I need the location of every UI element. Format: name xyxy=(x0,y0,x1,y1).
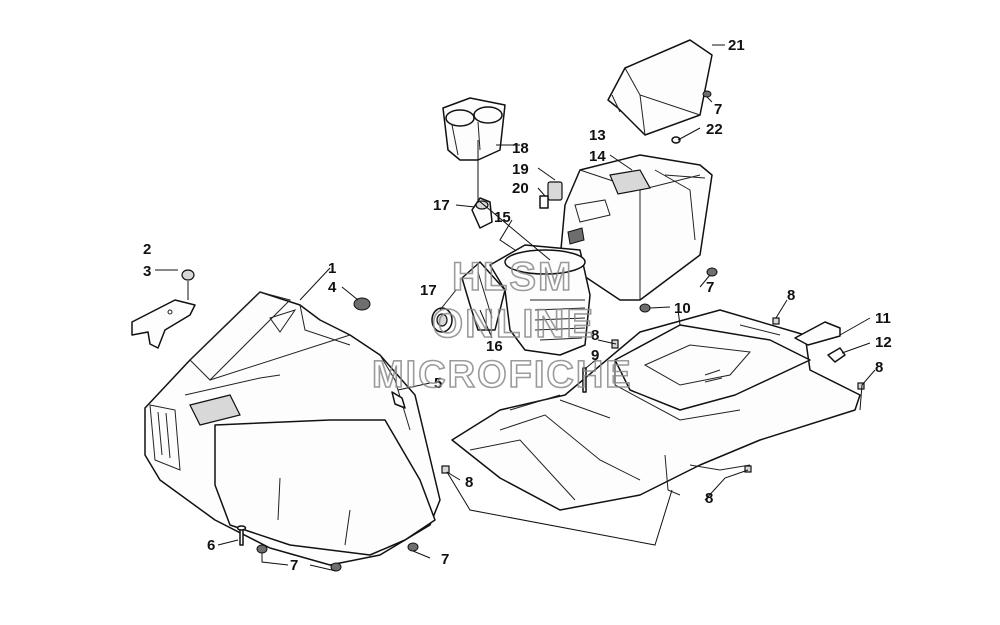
callout-11: 11 xyxy=(875,310,891,327)
callout-12: 12 xyxy=(875,334,892,351)
callout-1: 1 xyxy=(328,260,336,277)
callout-17b: 17 xyxy=(420,282,437,299)
clip-part-8a[interactable] xyxy=(772,317,780,325)
callout-13: 13 xyxy=(589,127,606,144)
callout-8a: 8 xyxy=(787,287,795,304)
bolt-part[interactable] xyxy=(582,367,587,393)
callout-6: 6 xyxy=(207,537,215,554)
watermark-line-2: ONLINE xyxy=(432,302,595,346)
callout-14: 14 xyxy=(589,148,606,165)
watermark-line-1: HLSM xyxy=(452,255,573,299)
callout-8c: 8 xyxy=(591,327,599,344)
latch-part[interactable] xyxy=(827,347,846,363)
callout-7b: 7 xyxy=(441,551,449,568)
callout-15: 15 xyxy=(494,209,511,226)
callout-8b: 8 xyxy=(875,359,883,376)
callout-7a: 7 xyxy=(290,557,298,574)
callout-8d: 8 xyxy=(465,474,473,491)
nut-part-4[interactable] xyxy=(706,267,718,277)
callout-21: 21 xyxy=(728,37,745,54)
rivet-part[interactable] xyxy=(181,269,195,281)
nut-part-1[interactable] xyxy=(256,544,268,554)
callout-8e: 8 xyxy=(705,490,713,507)
front-fascia-part[interactable] xyxy=(144,291,441,566)
cup-holder-part[interactable] xyxy=(442,97,506,161)
callout-3: 3 xyxy=(143,263,151,280)
switch-part[interactable] xyxy=(547,181,563,201)
callout-17a: 17 xyxy=(433,197,450,214)
washer-part[interactable] xyxy=(671,136,681,144)
center-console-part[interactable] xyxy=(559,154,713,301)
watermark: HLSM ONLINE MICROFICHE xyxy=(371,254,633,397)
access-cover-part[interactable] xyxy=(794,321,841,346)
callout-10: 10 xyxy=(674,300,691,317)
clip-part-8b[interactable] xyxy=(857,382,865,390)
callout-5: 5 xyxy=(434,375,442,392)
callout-9: 9 xyxy=(591,347,599,364)
switch-plug-part[interactable] xyxy=(539,195,549,209)
floor-pan-part[interactable] xyxy=(451,309,861,511)
callout-20: 20 xyxy=(512,180,529,197)
callout-2: 2 xyxy=(143,241,151,258)
nut-part-5[interactable] xyxy=(639,303,651,313)
shifter-bracket-part[interactable] xyxy=(461,261,506,331)
watermark-line-3: MICROFICHE xyxy=(372,354,633,396)
console-bin-part[interactable] xyxy=(489,244,591,356)
power-outlet-part-bottom[interactable] xyxy=(431,307,453,333)
callout-4: 4 xyxy=(328,279,337,296)
callout-7d: 7 xyxy=(714,101,722,118)
callout-18: 18 xyxy=(512,140,529,157)
callout-22: 22 xyxy=(706,121,723,138)
mounting-bracket-part[interactable] xyxy=(131,299,196,349)
clip-part-8e[interactable] xyxy=(744,465,752,473)
clip-part[interactable] xyxy=(391,391,406,409)
callout-7c: 7 xyxy=(706,279,714,296)
grommet-part[interactable] xyxy=(353,297,371,311)
screw-part[interactable] xyxy=(236,525,247,546)
callout-16: 16 xyxy=(486,338,503,355)
leader-lines xyxy=(155,44,876,572)
nut-part-6[interactable] xyxy=(702,90,712,98)
console-cover-part[interactable] xyxy=(607,39,713,136)
callout-labels: 1 2 3 4 5 6 7 7 7 7 8 8 8 8 8 9 10 11 12… xyxy=(143,37,892,574)
callout-19: 19 xyxy=(512,161,529,178)
clip-part-8d[interactable] xyxy=(441,465,450,474)
power-outlet-part-top[interactable] xyxy=(471,197,493,229)
nut-part-3[interactable] xyxy=(407,542,419,552)
